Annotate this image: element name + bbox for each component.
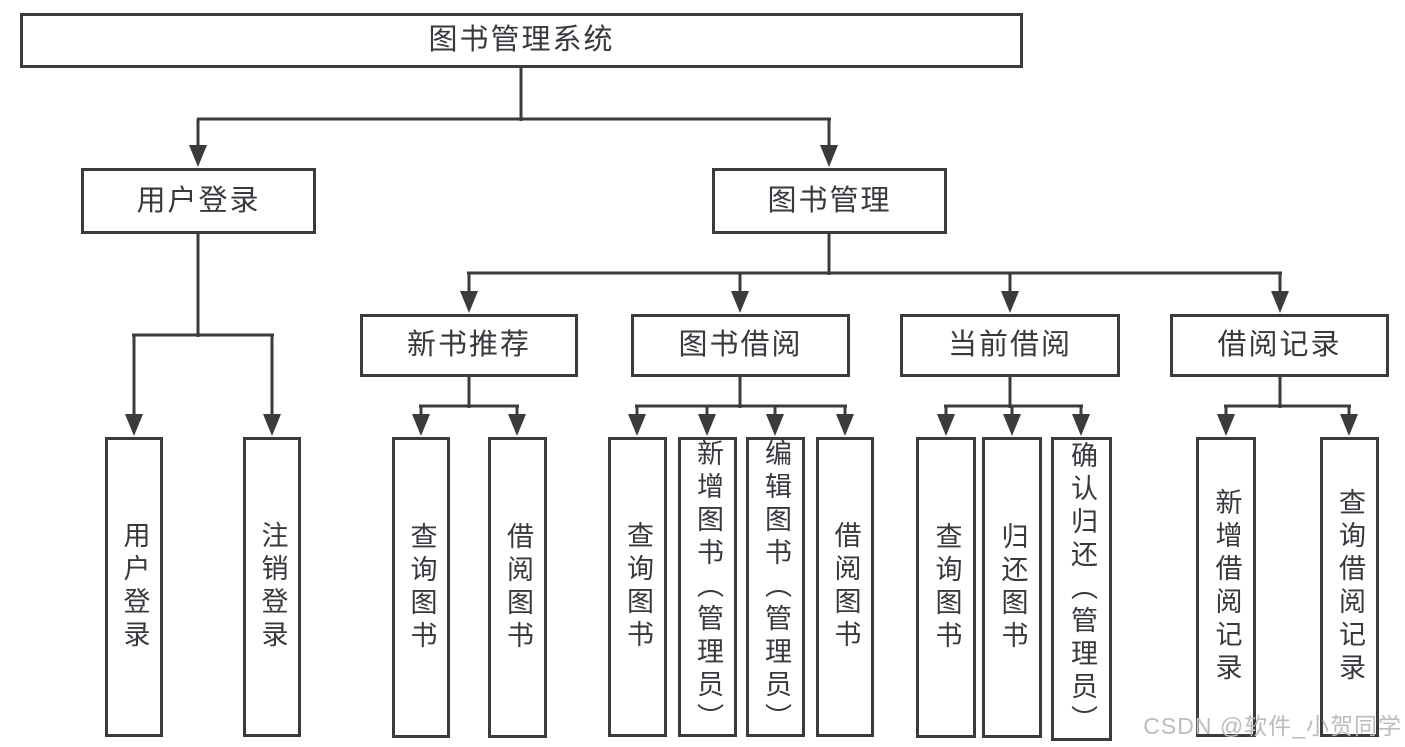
- node-label: 用户登录: [136, 184, 261, 217]
- node-root: 图书管理系统: [20, 13, 1023, 68]
- arrowhead-down-icon: [263, 414, 281, 436]
- watermark: CSDN @软件_小贺同学: [1143, 713, 1402, 739]
- node-leaf-add-book: 新增图书（管理员）: [678, 437, 737, 737]
- node-leaf-query-book-3: 查询图书: [916, 437, 976, 738]
- arrowhead-down-icon: [628, 414, 646, 436]
- node-label: 查询借阅记录: [1335, 488, 1365, 686]
- arrowhead-down-icon: [1072, 414, 1090, 436]
- node-leaf-add-record: 新增借阅记录: [1196, 437, 1256, 737]
- node-book-mgmt: 图书管理: [712, 168, 947, 234]
- arrowhead-down-icon: [125, 414, 143, 436]
- arrowhead-down-icon: [937, 414, 955, 436]
- node-leaf-query-record: 查询借阅记录: [1320, 437, 1379, 737]
- arrowhead-down-icon: [731, 291, 749, 313]
- node-label: 查询图书: [623, 521, 653, 653]
- node-label: 图书借阅: [678, 329, 803, 361]
- node-leaf-return-book: 归还图书: [982, 437, 1042, 738]
- arrowhead-down-icon: [1003, 414, 1021, 436]
- arrowhead-down-icon: [1001, 291, 1019, 313]
- node-current-borrow: 当前借阅: [900, 314, 1120, 377]
- node-book-borrow: 图书借阅: [631, 314, 850, 377]
- node-label: 图书管理系统: [428, 24, 615, 56]
- node-label: 新书推荐: [406, 329, 531, 361]
- node-leaf-borrow-book-2: 借阅图书: [816, 437, 874, 737]
- node-label: 借阅图书: [503, 521, 533, 654]
- node-label: 归还图书: [997, 521, 1028, 654]
- arrowhead-down-icon: [1340, 414, 1358, 436]
- node-label: 借阅图书: [830, 521, 861, 653]
- node-label: 当前借阅: [947, 329, 1072, 361]
- node-leaf-confirm-return: 确认归还（管理员）: [1051, 437, 1112, 741]
- arrowhead-down-icon: [460, 291, 478, 313]
- node-label: 新增借阅记录: [1211, 488, 1242, 686]
- node-borrow-records: 借阅记录: [1170, 314, 1389, 377]
- node-label: 用户登录: [119, 521, 150, 653]
- arrowhead-down-icon: [1217, 414, 1235, 436]
- node-leaf-logout: 注销登录: [243, 437, 301, 737]
- arrowhead-down-icon: [412, 414, 430, 436]
- node-label: 注销登录: [257, 521, 288, 653]
- node-label: 编辑图书（管理员）: [761, 438, 791, 736]
- arrowhead-down-icon: [508, 414, 526, 436]
- node-label: 图书管理: [767, 184, 892, 217]
- node-leaf-borrow-book-1: 借阅图书: [488, 437, 547, 738]
- node-label: 查询图书: [931, 521, 962, 654]
- arrowhead-down-icon: [698, 414, 716, 436]
- node-label: 确认归还（管理员）: [1067, 440, 1097, 738]
- node-leaf-user-login: 用户登录: [105, 437, 163, 737]
- arrowhead-down-icon: [836, 414, 854, 436]
- node-label: 借阅记录: [1217, 329, 1342, 361]
- arrowhead-down-icon: [1271, 291, 1289, 313]
- node-leaf-query-book-2: 查询图书: [608, 437, 667, 737]
- node-leaf-edit-book: 编辑图书（管理员）: [746, 437, 805, 737]
- arrowhead-down-icon: [766, 414, 784, 436]
- node-label: 查询图书: [406, 521, 437, 654]
- node-leaf-query-book-1: 查询图书: [392, 437, 450, 738]
- arrowhead-down-icon: [820, 145, 838, 167]
- node-label: 新增图书（管理员）: [693, 438, 723, 736]
- node-user-login: 用户登录: [81, 168, 316, 234]
- arrowhead-down-icon: [189, 145, 207, 167]
- node-new-book-rec: 新书推荐: [360, 314, 578, 377]
